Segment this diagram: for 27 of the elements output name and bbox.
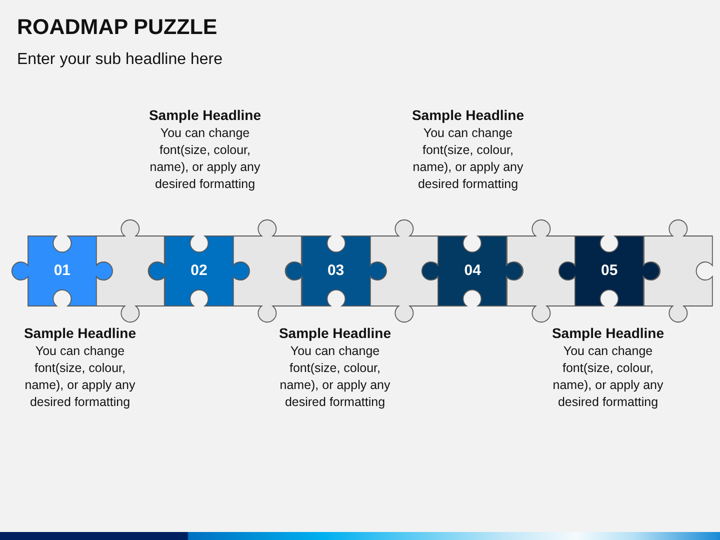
step-heading: Sample Headline — [148, 107, 262, 124]
step-number: 02 — [190, 262, 208, 280]
subtitle: Enter your sub headline here — [17, 50, 222, 70]
step-description: You can change font(size, colour, name), or apply any desired formatting — [278, 343, 392, 411]
step-number: 04 — [464, 262, 481, 280]
puzzle-piece — [506, 219, 576, 323]
step-description: You can change font(size, colour, name), or apply any desired formatting — [24, 343, 136, 411]
step-number: 05 — [601, 262, 618, 280]
puzzle-piece — [284, 236, 387, 306]
step-number: 03 — [327, 262, 344, 280]
step-heading: Sample Headline — [552, 325, 664, 342]
puzzle-piece — [148, 236, 250, 306]
puzzle-piece — [644, 219, 712, 323]
step-heading: Sample Headline — [24, 325, 136, 342]
puzzle-piece — [96, 219, 165, 323]
puzzle-piece — [370, 219, 438, 323]
step-description: You can change font(size, colour, name), or apply any desired formatting — [148, 125, 262, 193]
puzzle-piece — [558, 236, 661, 306]
step-description: You can change font(size, colour, name), or apply any desired formatting — [412, 125, 524, 193]
step-heading: Sample Headline — [278, 325, 392, 342]
step-number: 01 — [54, 262, 71, 280]
step-description: You can change font(size, colour, name), or apply any desired formatting — [552, 343, 664, 411]
puzzle-piece — [11, 236, 114, 306]
puzzle-piece — [421, 236, 524, 306]
step-heading: Sample Headline — [412, 107, 524, 124]
slide-title: ROADMAP PUZZLE — [17, 14, 218, 41]
puzzle-piece — [233, 219, 302, 323]
